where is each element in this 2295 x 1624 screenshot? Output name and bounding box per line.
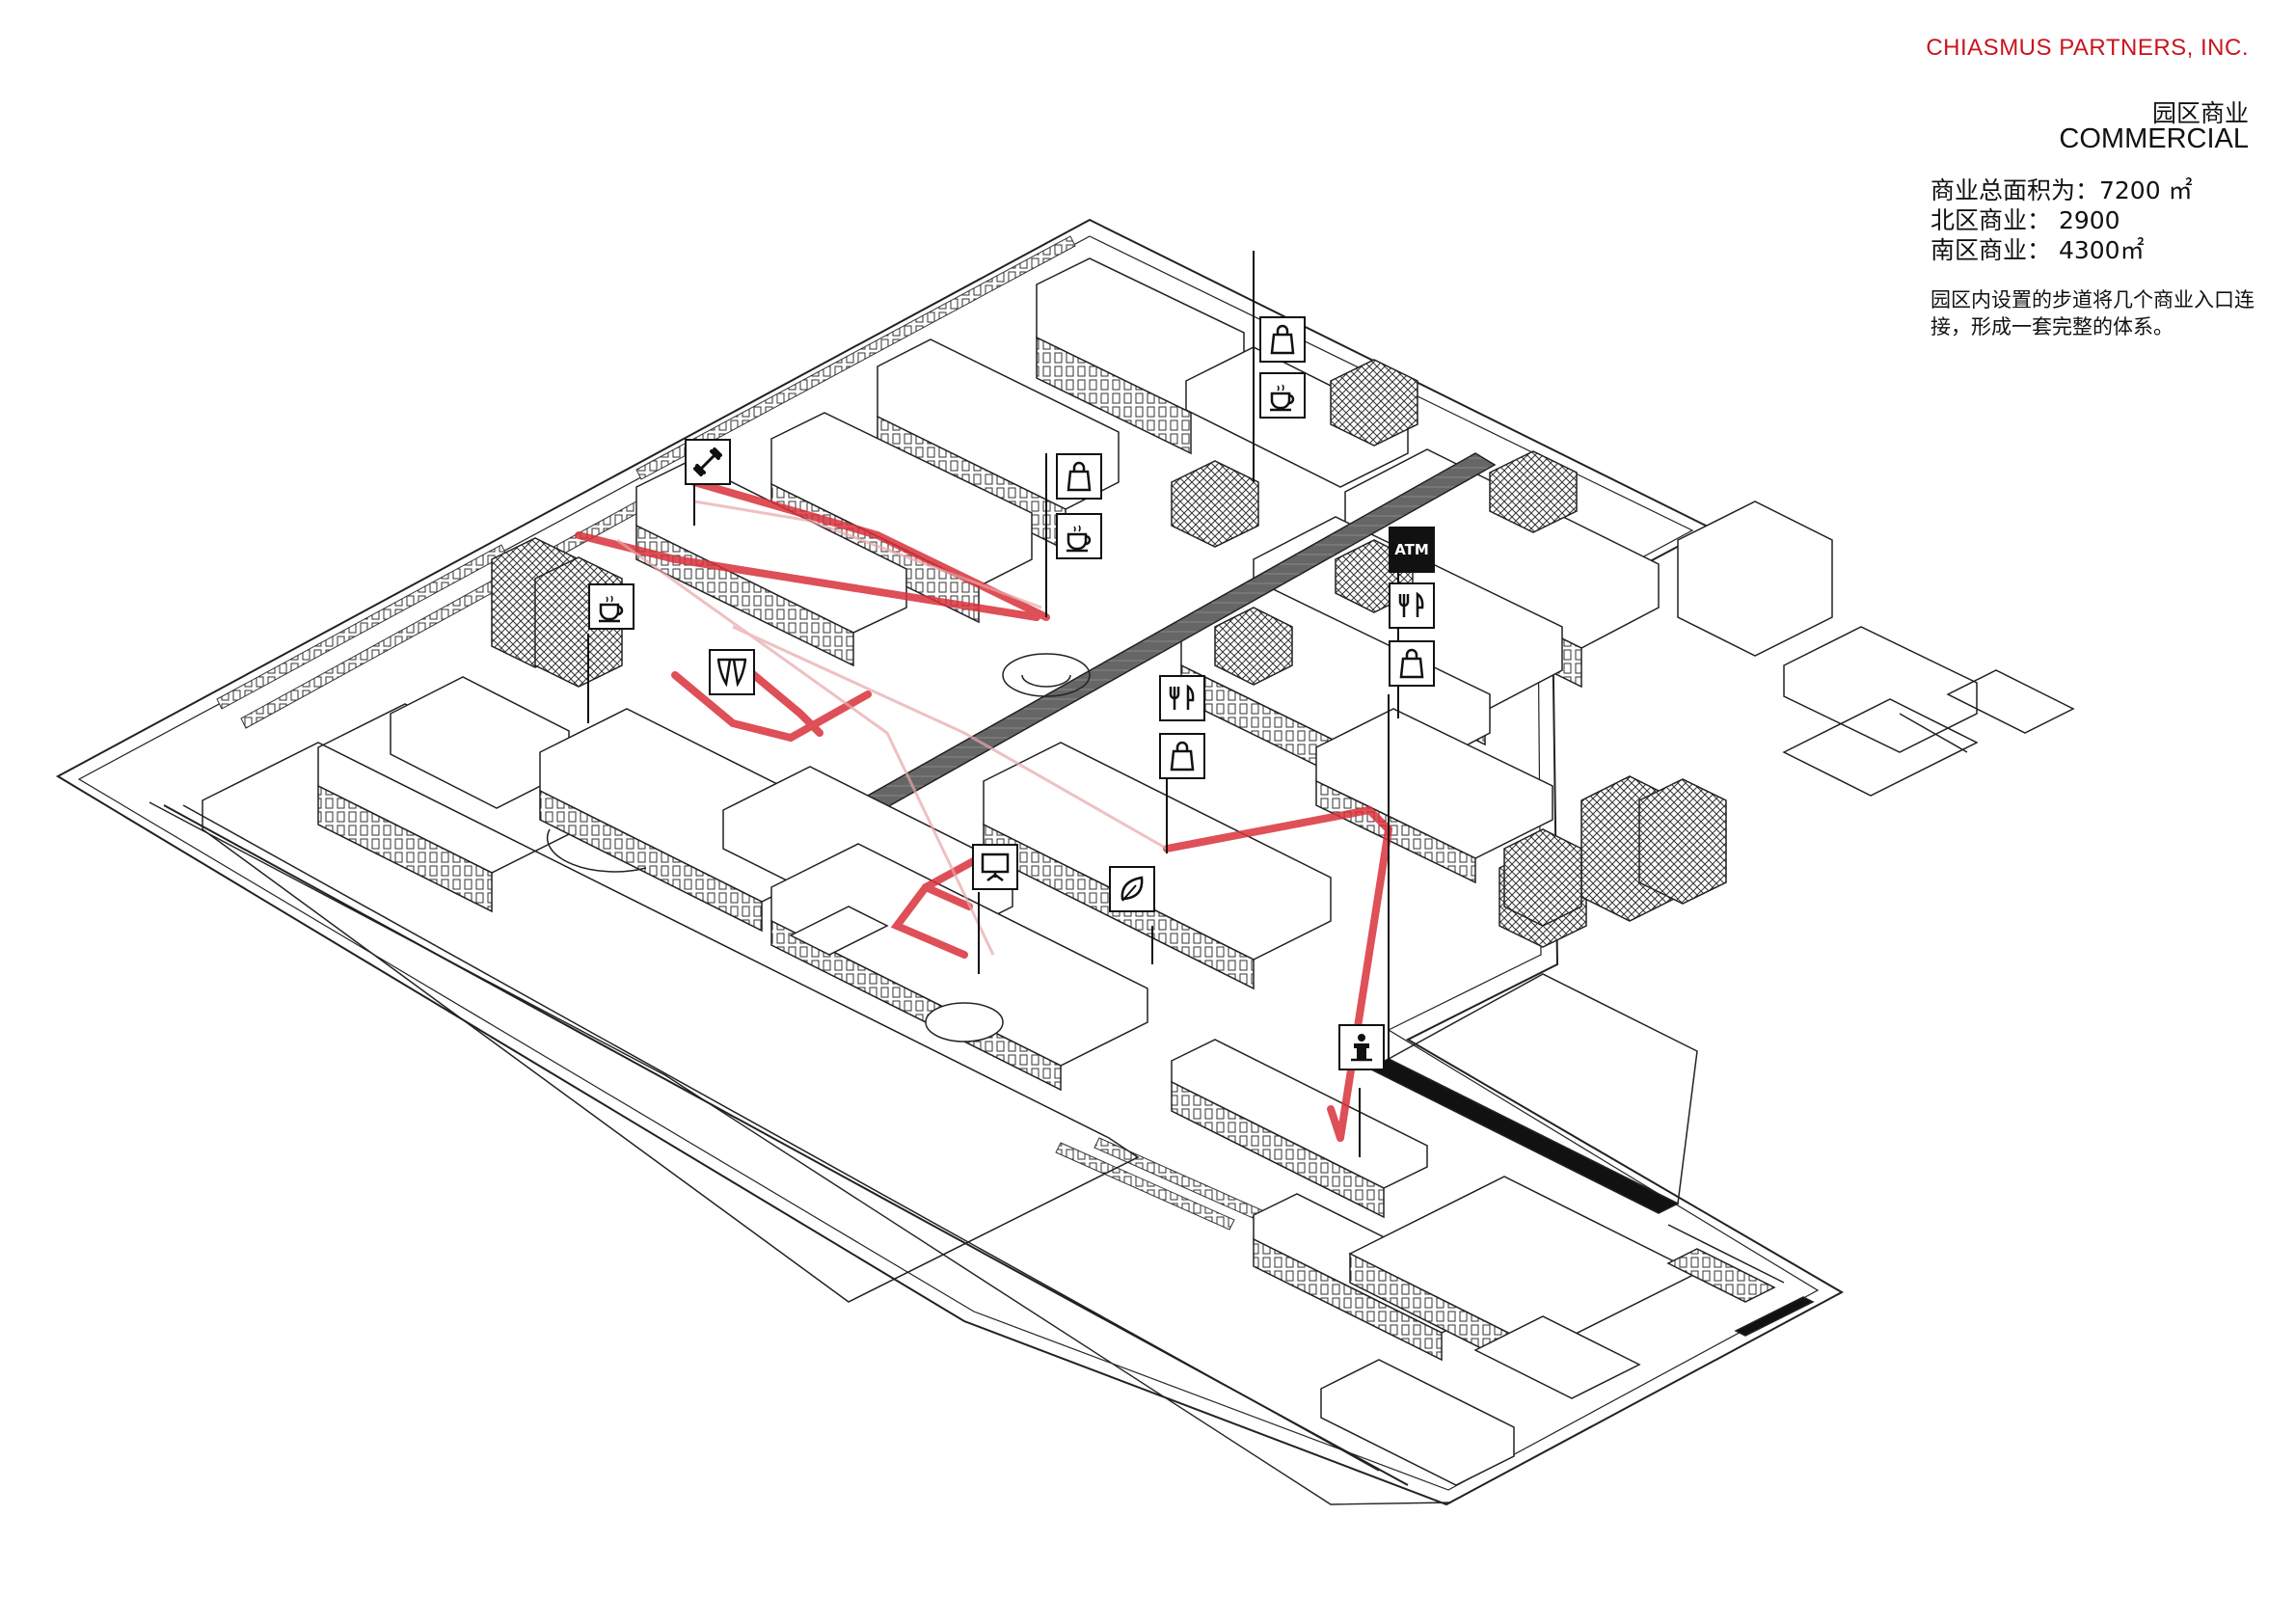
speaker-podium-icon xyxy=(1338,1024,1385,1070)
dumbbell-icon xyxy=(685,439,731,485)
atm-icon: ATM xyxy=(1389,527,1435,573)
shopping-bag-icon xyxy=(1259,316,1306,363)
coffee-cup-icon xyxy=(1056,513,1102,559)
leaf-icon xyxy=(1109,866,1155,912)
title-chinese: 园区商业 xyxy=(2151,99,2249,127)
southeast-buildings xyxy=(1171,669,2075,1486)
firm-name: CHIASMUS PARTNERS, INC. xyxy=(1926,35,2249,61)
area-stats: 商业总面积为：7200 ㎡ 北区商业： 2900 南区商业： 4300㎡ xyxy=(1930,176,2193,265)
south-zone-buildings xyxy=(182,676,1380,1472)
north-area: 北区商业： 2900 xyxy=(1930,206,2120,234)
theater-curtain-icon xyxy=(709,649,755,695)
south-area: 南区商业： 4300㎡ xyxy=(1930,236,2145,264)
title-english: COMMERCIAL xyxy=(2059,123,2249,154)
faint-route-traces xyxy=(616,500,1168,956)
presentation-board-icon xyxy=(972,844,1018,890)
total-area: 商业总面积为：7200 ㎡ xyxy=(1930,176,2193,204)
restaurant-icon xyxy=(1389,582,1435,629)
coffee-cup-icon xyxy=(1259,372,1306,419)
coffee-cup-icon xyxy=(588,583,634,630)
shopping-bag-icon xyxy=(1159,733,1205,779)
shopping-bag-icon xyxy=(1389,640,1435,687)
parking-strips xyxy=(216,235,1274,1231)
description: 园区内设置的步道将几个商业入口连接，形成一套完整的体系。 xyxy=(1930,288,2254,338)
shopping-bag-icon xyxy=(1056,453,1102,500)
restaurant-icon xyxy=(1159,675,1205,721)
commercial-walkway-routes xyxy=(575,478,1393,1142)
